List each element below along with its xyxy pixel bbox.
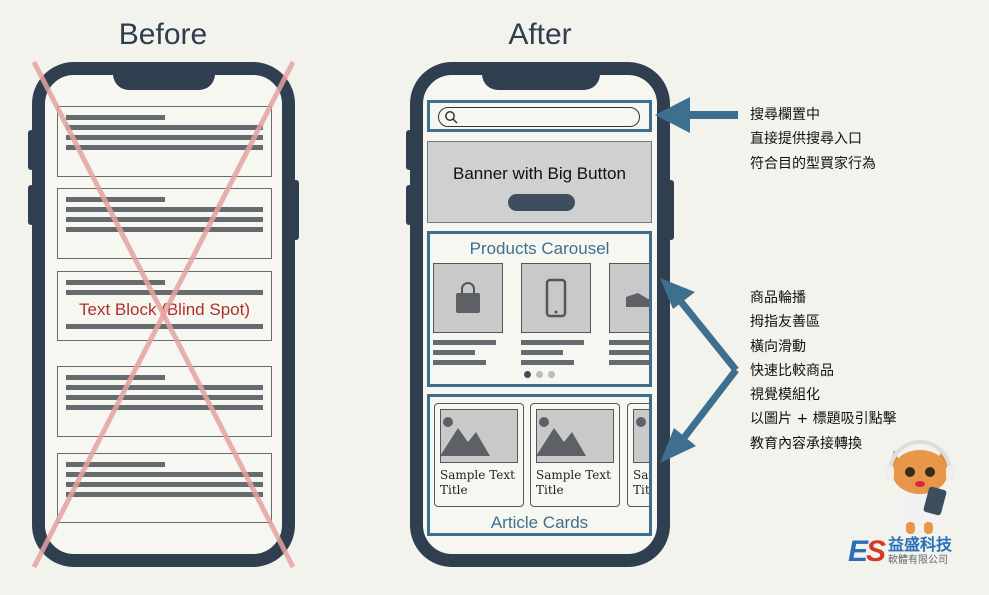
before-title: Before <box>118 18 208 51</box>
search-notes: 搜尋欄置中 直接提供搜尋入口 符合目的型買家行為 <box>750 107 876 172</box>
shopping-bag-icon <box>456 282 480 313</box>
phone-side-button <box>293 180 299 240</box>
banner-label: Banner with Big Button <box>453 164 626 183</box>
phone-side-button <box>28 130 34 170</box>
article-cards-title: Article Cards <box>490 513 589 532</box>
cat-mascot-icon <box>886 440 954 534</box>
products-carousel[interactable]: Products Carousel <box>427 231 652 387</box>
product-phone[interactable] <box>521 263 591 333</box>
phone-side-button <box>406 130 412 170</box>
arrow-articles <box>660 428 696 463</box>
article-card[interactable]: Sample Text Title <box>627 403 649 507</box>
arrow-carousel <box>660 278 695 309</box>
sneaker-icon <box>626 293 649 307</box>
carousel-dots[interactable] <box>524 371 555 378</box>
phone-notch <box>113 74 215 90</box>
search-icon <box>445 111 458 124</box>
product-shoe[interactable] <box>609 263 649 333</box>
phone-side-button <box>28 185 34 225</box>
search-input[interactable] <box>438 107 640 127</box>
carousel-dot-active[interactable] <box>524 371 531 378</box>
product-bag[interactable] <box>433 263 503 333</box>
product-lines <box>609 340 649 370</box>
product-lines <box>433 340 503 370</box>
banner: Banner with Big Button <box>427 141 652 223</box>
logo-name: 益盛科技 <box>888 537 953 554</box>
phone-side-button <box>668 180 674 240</box>
smartphone-icon <box>545 278 567 318</box>
carousel-dot[interactable] <box>536 371 543 378</box>
text-block <box>57 366 272 437</box>
phone-side-button <box>406 185 412 225</box>
phone-notch <box>482 74 600 90</box>
logo-mark: ES <box>848 535 886 568</box>
text-block <box>57 453 272 523</box>
content-notes: 商品輪播 拇指友善區 橫向滑動 快速比較商品 視覺模組化 以圖片 + 標題吸引點… <box>750 290 897 452</box>
search-section <box>427 100 652 132</box>
company-logo: ES 益盛科技 軟體有限公司 <box>848 536 952 568</box>
logo-subtitle: 軟體有限公司 <box>888 555 949 566</box>
banner-big-button[interactable] <box>508 194 575 211</box>
product-lines <box>521 340 591 370</box>
text-block <box>57 106 272 177</box>
arrow-search <box>655 97 690 133</box>
products-carousel-title: Products Carousel <box>469 239 610 258</box>
carousel-dot[interactable] <box>548 371 555 378</box>
text-block <box>57 188 272 259</box>
after-title: After <box>508 18 572 51</box>
